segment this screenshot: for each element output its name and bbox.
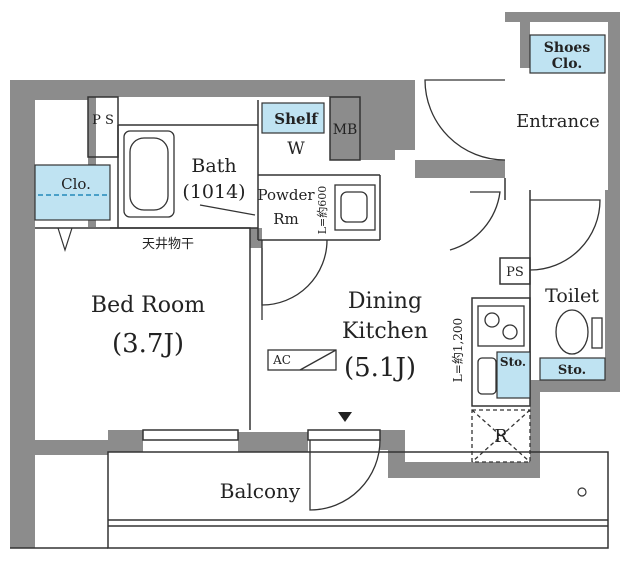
toilet-tank: [591, 317, 603, 349]
wall-toilet-bottom: [530, 380, 620, 392]
door-balcony: [309, 439, 381, 511]
refrigerator: [471, 409, 531, 463]
burner-1: [484, 312, 500, 328]
interior-lines: [10, 96, 609, 549]
balcony-drain: [577, 487, 587, 497]
mb-box: [329, 96, 361, 161]
door-entrance: [424, 79, 506, 161]
wall-inner-top: [88, 97, 96, 227]
wash-basin-inner: [340, 191, 368, 223]
bathtub: [123, 130, 175, 218]
shelf-box: [261, 102, 325, 134]
bath-label: Bath: [191, 155, 236, 177]
bath-size: (1014): [182, 181, 245, 203]
shoes-label-1: Shoes: [544, 40, 591, 56]
dining-label-1: Dining: [348, 289, 422, 314]
wall-top-bath: [88, 80, 360, 97]
wall-kitchen-right: [388, 392, 540, 478]
dining-label-2: Kitchen: [342, 319, 428, 344]
ceiling-dryer-label: 天井物干: [142, 237, 194, 252]
dining-size: (5.1J): [344, 353, 416, 383]
wall-bottom-mid: [238, 432, 308, 452]
refrigerator-label: R: [494, 426, 508, 447]
door-powder: [261, 239, 328, 306]
walls: [10, 12, 620, 548]
sto-kitchen-label: Sto.: [500, 355, 526, 369]
wall-bottom-left: [108, 430, 143, 452]
door-kitchen-left: [449, 191, 501, 251]
bathtub-inner: [129, 137, 169, 211]
wash-basin: [334, 184, 376, 231]
ps-box: [87, 96, 119, 158]
fixtures: [123, 130, 603, 463]
powder-dim-label: L=約600: [315, 186, 329, 235]
wall-entrance-right: [608, 12, 620, 192]
shoes-label-2: Clo.: [552, 56, 582, 72]
shelf-label: Shelf: [274, 110, 319, 128]
toilet-label: Toilet: [545, 285, 599, 307]
ac-label: AC: [272, 353, 291, 367]
entrance-label: Entrance: [516, 111, 600, 132]
door-bath: [199, 204, 256, 216]
clo-label: Clo.: [61, 175, 91, 193]
closet-door-mark: [57, 227, 73, 252]
ps-toilet-label: PS: [506, 265, 524, 280]
stove: [477, 305, 525, 347]
w-label: W: [287, 139, 305, 159]
closet-bedroom: [34, 164, 111, 221]
mb-label: MB: [333, 122, 358, 138]
ac-diag: [299, 349, 337, 371]
wall-bottom-right: [380, 430, 405, 450]
fridge-diag-2: [471, 409, 531, 463]
entrance-marker: [338, 412, 352, 422]
balcony-label: Balcony: [220, 479, 301, 503]
balcony-outline: [107, 451, 609, 549]
wall-entrance-top: [505, 12, 615, 22]
storage-areas: [34, 34, 606, 399]
wall-entrance: [415, 12, 612, 178]
kitchen-sink: [477, 357, 497, 395]
air-conditioner: [267, 349, 337, 371]
sto-toilet-box: [539, 357, 606, 381]
bed-room-label: Bed Room: [91, 293, 205, 318]
bed-room-size: (3.7J): [112, 329, 184, 359]
doors: [199, 79, 601, 511]
sto-kitchen-box: [496, 351, 531, 399]
ps-top-label: P S: [92, 113, 114, 128]
shoes-closet: [529, 34, 606, 74]
wall-toilet-right: [605, 190, 620, 390]
sto-toilet-label: Sto.: [558, 363, 586, 378]
wall-partition: [250, 228, 262, 248]
door-toilet: [529, 199, 601, 271]
powder-label-2: Rm: [273, 210, 299, 228]
window-bedroom: [142, 429, 239, 441]
window-dining: [307, 429, 381, 441]
burner-2: [502, 324, 518, 340]
wall-center-top: [330, 80, 415, 160]
toilet-bowl: [555, 309, 589, 355]
kitchen-dim-label: L=約1,200: [450, 318, 465, 382]
powder-label-1: Powder: [257, 186, 315, 204]
